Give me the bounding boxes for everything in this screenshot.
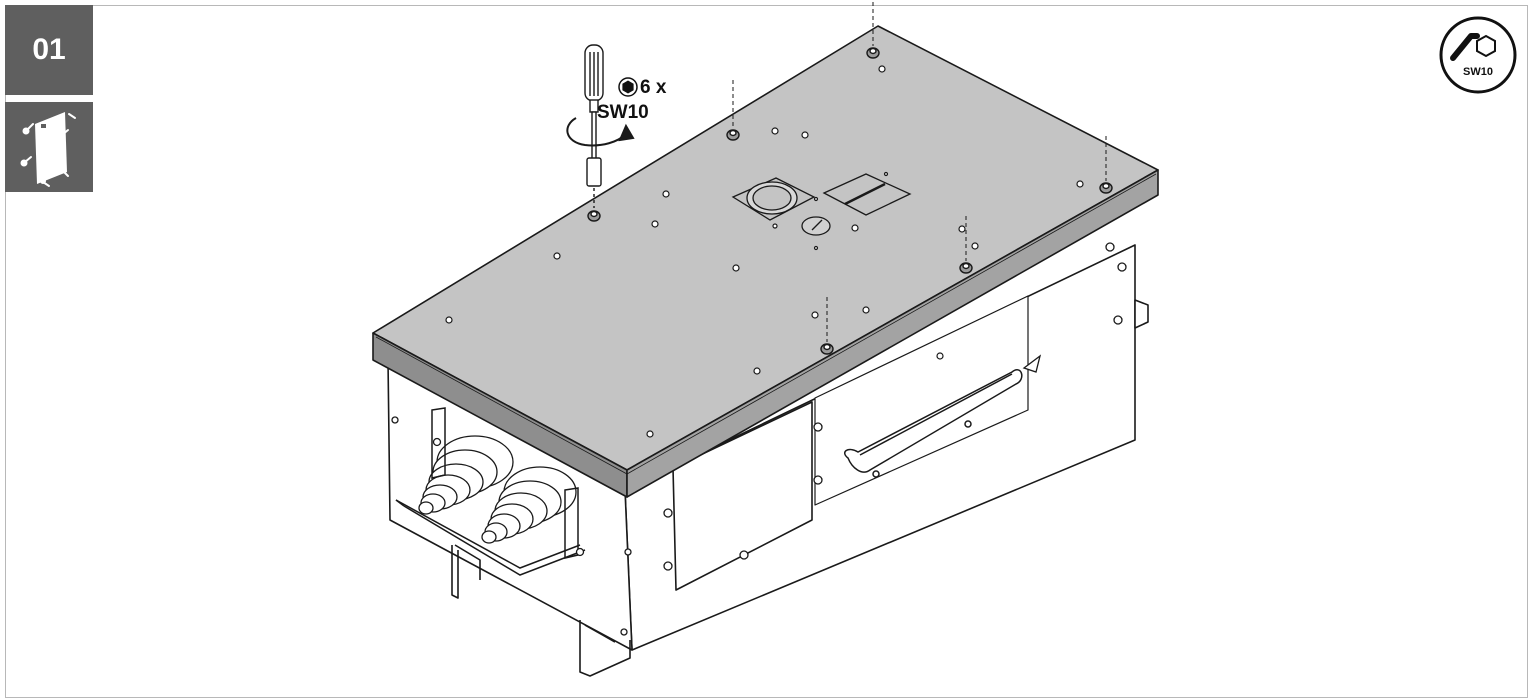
lid-fixing-nuts <box>587 47 1113 355</box>
insertion-guide-lines <box>732 2 1107 342</box>
fastener-tool-label: SW10 <box>597 102 649 123</box>
cover-lid <box>372 25 1159 498</box>
tool-size-label: SW10 <box>1463 66 1493 78</box>
page-frame <box>5 5 1528 698</box>
side-screws <box>391 242 1127 636</box>
direction-arrow-icon <box>1022 354 1042 373</box>
rotation-arrow-icon <box>566 117 635 147</box>
lid-center-boss <box>801 216 831 236</box>
lid-holes <box>445 65 1084 438</box>
cable-gland-left <box>418 435 514 515</box>
carry-handle <box>844 369 1023 478</box>
hex-nut-icon <box>618 77 638 97</box>
lid-slot-plate <box>822 173 912 216</box>
fastener-quantity-label: 6 x <box>640 77 667 98</box>
screwdriver-icon <box>584 44 604 208</box>
lid-round-port <box>731 177 816 221</box>
wall-mount-icon <box>5 102 93 192</box>
step-number-badge: 01 <box>5 5 93 95</box>
cable-gland-right <box>481 466 577 544</box>
hex-wrench-icon: SW10 <box>1437 14 1519 96</box>
